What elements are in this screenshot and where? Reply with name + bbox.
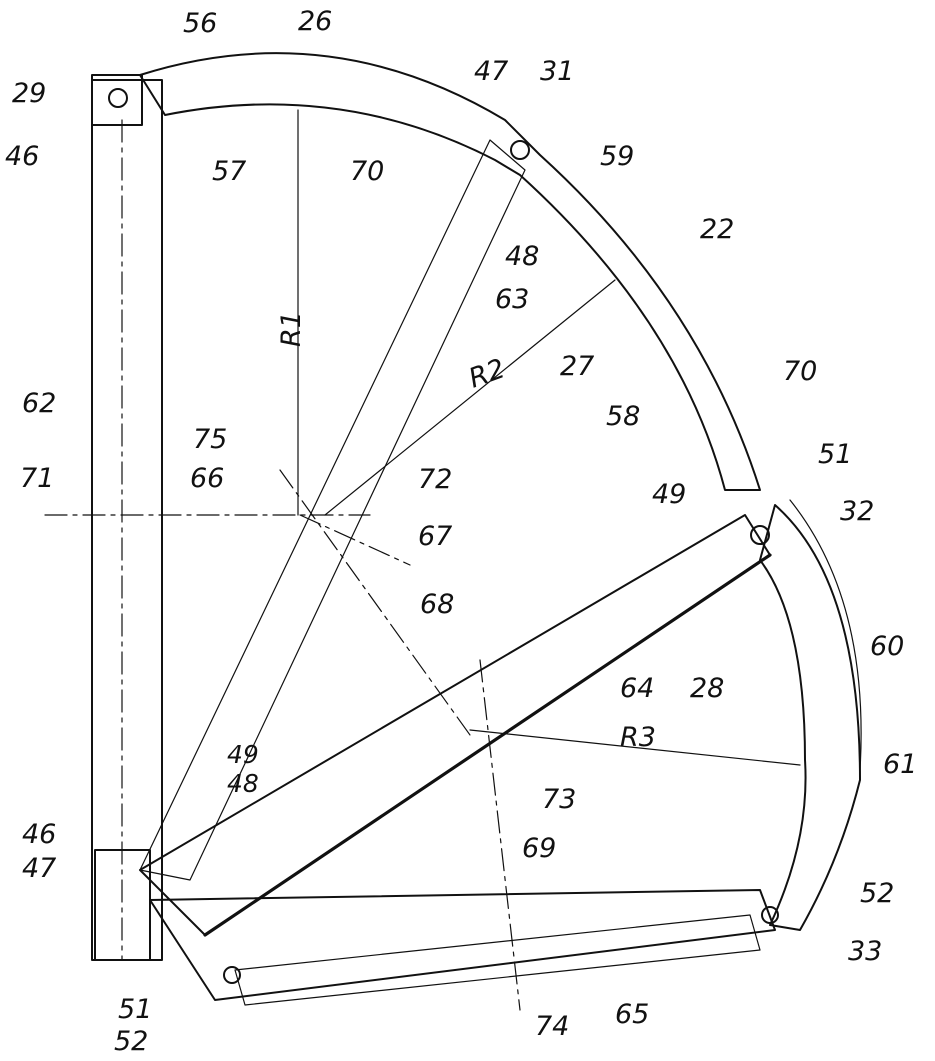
label-32: 32: [840, 496, 874, 527]
label-52-lower: 52: [114, 1026, 148, 1057]
label-22: 22: [700, 214, 734, 245]
label-68: 68: [420, 589, 454, 620]
radius-R3: [469, 729, 801, 766]
label-57: 57: [212, 156, 246, 187]
label-58: 58: [606, 401, 640, 432]
reference-labels: 56 26 47 31 29 46 57 70 59 48 22 63 R1 R…: [5, 6, 917, 1057]
label-70-right: 70: [783, 356, 817, 387]
label-70-upper: 70: [350, 156, 384, 187]
label-60: 60: [870, 631, 904, 662]
ball-52: [223, 966, 241, 984]
label-61: 61: [883, 749, 917, 780]
label-64: 64: [620, 673, 654, 704]
label-48: 48: [505, 241, 539, 272]
axis-69: [479, 659, 521, 1011]
label-71: 71: [20, 463, 54, 494]
ball-33: [761, 906, 779, 924]
label-51: 51: [818, 439, 852, 470]
label-46: 46: [5, 141, 39, 172]
label-28: 28: [690, 673, 724, 704]
label-66: 66: [190, 463, 224, 494]
label-52: 52: [860, 878, 894, 909]
ball-32: [750, 525, 770, 545]
ball-29: [108, 88, 128, 108]
ball-31: [510, 140, 530, 160]
axis-67: [299, 514, 411, 566]
label-27: 27: [560, 351, 594, 382]
bottom-plate: [149, 889, 776, 1001]
arm-63: [139, 139, 526, 881]
label-47: 47: [474, 56, 508, 87]
label-33: 33: [848, 936, 882, 967]
label-75: 75: [193, 424, 227, 455]
label-47-lower: 47: [22, 853, 56, 884]
arm-64-edge: [203, 553, 772, 937]
dome-60: [789, 499, 862, 771]
label-48-lower: 48: [227, 769, 259, 798]
label-59: 59: [600, 141, 634, 172]
bearing-29: [91, 74, 143, 126]
bearing-46-47: [94, 849, 151, 961]
label-63: 63: [495, 284, 529, 315]
label-49: 49: [652, 479, 686, 510]
label-74: 74: [535, 1011, 569, 1042]
label-62: 62: [22, 388, 56, 419]
label-R2: R2: [465, 353, 509, 394]
label-R3: R3: [620, 722, 656, 753]
rotor-65: [234, 914, 761, 1006]
label-31: 31: [540, 56, 574, 87]
label-51-lower: 51: [118, 994, 152, 1025]
label-29: 29: [12, 78, 46, 109]
label-56: 56: [183, 8, 217, 39]
label-65: 65: [615, 999, 649, 1030]
label-46-lower: 46: [22, 819, 56, 850]
label-73: 73: [542, 784, 576, 815]
label-26: 26: [298, 6, 332, 37]
label-49-lower: 49: [227, 740, 259, 769]
arm-64: [139, 514, 771, 936]
lower-housing-shell: [759, 504, 861, 931]
axis-68: [279, 469, 471, 736]
left-wall-plate: [91, 79, 163, 961]
label-67: 67: [418, 521, 452, 552]
label-69: 69: [522, 833, 556, 864]
upper-housing-shell: [139, 52, 761, 491]
radius-R2: [324, 279, 616, 516]
label-72: 72: [418, 464, 452, 495]
label-R1: R1: [276, 311, 307, 347]
